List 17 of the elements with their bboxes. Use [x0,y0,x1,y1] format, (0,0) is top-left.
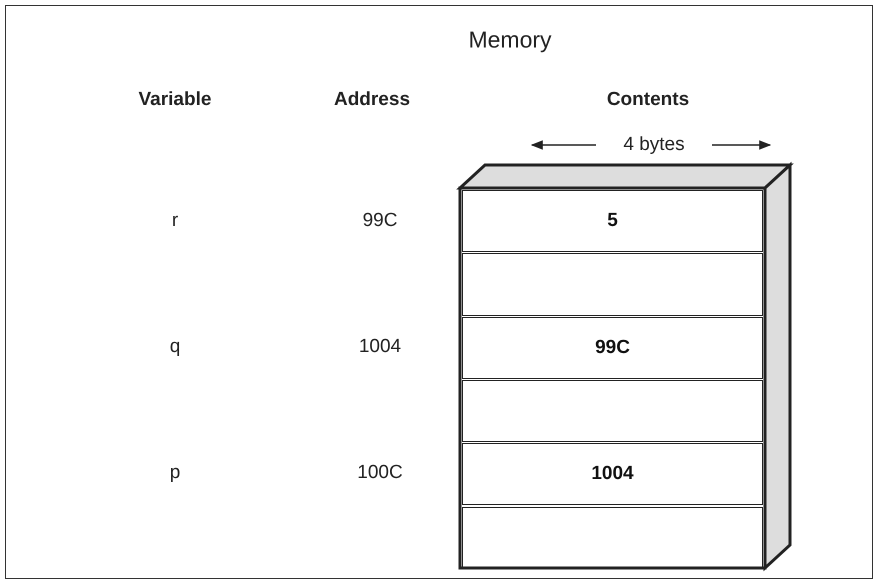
memory-cell [462,380,763,442]
variable-name: q [170,336,180,358]
dimension-label: 4 bytes [623,134,685,156]
address-value: 99C [362,210,398,232]
column-heading: Contents [606,89,690,111]
variable-name: r [172,210,178,232]
column-heading: Address [334,89,410,111]
memory-cell [462,506,763,569]
memory-cell: 5 [462,190,763,252]
diagram-title: Memory [468,26,552,54]
address-value: 1004 [358,336,402,358]
column-heading: Variable [138,89,212,111]
memory-cell [462,253,763,316]
memory-cell: 1004 [462,443,763,506]
variable-name: p [170,462,180,484]
memory-cell: 99C [462,316,763,379]
address-value: 100C [357,462,403,484]
